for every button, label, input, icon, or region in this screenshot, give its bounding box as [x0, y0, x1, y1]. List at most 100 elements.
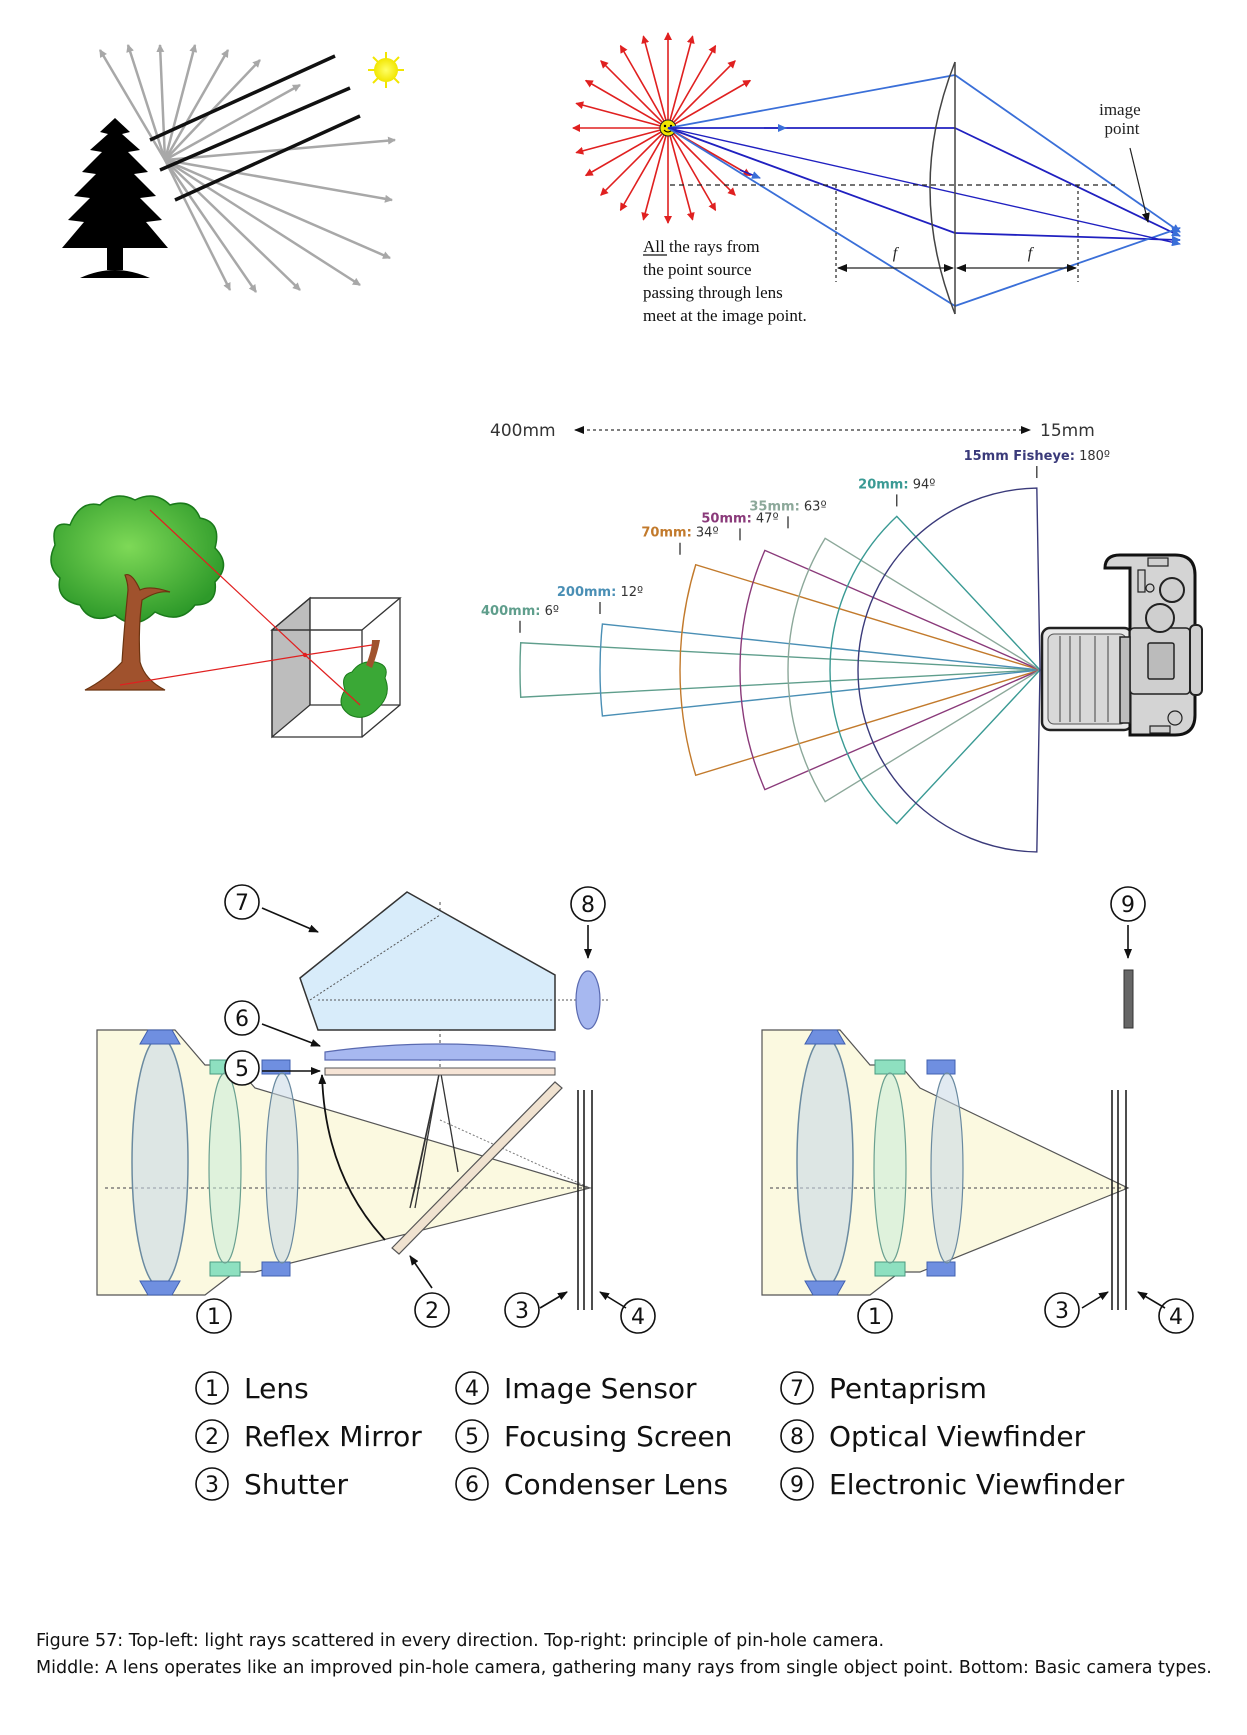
dslr-lens-bottom-blue [139, 1280, 181, 1296]
red-ray [667, 35, 695, 129]
black-tree-icon [62, 118, 168, 278]
red-ray [641, 35, 669, 129]
red-ray [584, 127, 669, 177]
dslr-rear-lens [265, 1072, 299, 1264]
dslr-pentaprism [299, 891, 556, 1031]
part-leader-arrows [261, 907, 1166, 1309]
red-ray [619, 127, 669, 212]
red-ray [667, 79, 752, 129]
fov-label-angle: 63º [800, 499, 827, 514]
convex-lens [929, 61, 956, 315]
caption-line-1: Figure 57: Top-left: light rays scattere… [36, 1631, 885, 1651]
point-source-rays [572, 32, 752, 224]
part-number: 2 [425, 1299, 439, 1324]
fov-outline [829, 515, 1041, 825]
legend-label: Lens [244, 1372, 309, 1405]
sun-rays-incoming [149, 54, 361, 202]
fov-label-angle: 94º [909, 477, 936, 492]
red-ray [667, 44, 717, 129]
part-number: 4 [1169, 1305, 1183, 1330]
mirrorless-rear-lens [930, 1072, 964, 1264]
part-number-marker: 4 [620, 1298, 656, 1334]
mirrorless-diagram [761, 969, 1134, 1310]
dslr-mirror-swing-arrow [318, 1074, 386, 1241]
fov-label-name: 20mm: [858, 477, 908, 492]
red-ray [600, 127, 669, 196]
scatter-diagram [62, 44, 404, 293]
fov-label: 400mm: 6º [481, 604, 559, 619]
dslr-prism-internal [309, 914, 441, 1001]
sun-icon [368, 52, 404, 88]
dslr-green-element-bottom [209, 1261, 241, 1277]
part-number: 3 [515, 1299, 529, 1324]
focal-label-right: f [1028, 245, 1035, 262]
fov-label-angle: 47º [752, 511, 779, 526]
part-number-marker: 6 [224, 1000, 260, 1036]
fov-label-name: 400mm: [481, 604, 540, 619]
fov-label-angle: 12º [616, 585, 643, 600]
figure-caption: Figure 57: Top-left: light rays scattere… [36, 1628, 1216, 1682]
fov-label: 15mm Fisheye: 180º [964, 449, 1110, 464]
green-tree-crown [50, 495, 225, 624]
legend-number: 1 [205, 1377, 219, 1402]
fov-label: 50mm: 47º [701, 511, 778, 526]
dslr-optical-viewfinder [575, 970, 601, 1030]
fov-label-name: 35mm: [749, 499, 799, 514]
fov-cone [787, 537, 1042, 803]
fov-cone [679, 563, 1043, 777]
electronic-viewfinder [1123, 969, 1134, 1029]
fov-label-name: 200mm: [557, 585, 616, 600]
fov-cone [829, 515, 1041, 825]
fov-cone [739, 549, 1042, 791]
fov-label: 200mm: 12º [557, 585, 643, 600]
mirrorless-blue-top [926, 1059, 956, 1075]
part-number: 3 [1055, 1299, 1069, 1324]
red-ray [584, 79, 669, 129]
dslr-lens-top-blue [139, 1029, 181, 1045]
legend-number-circle [780, 1419, 814, 1453]
fov-cone [599, 623, 1041, 717]
fov-outline [739, 549, 1042, 791]
legend-number-circle [780, 1467, 814, 1501]
part-number-marker: 1 [857, 1298, 893, 1334]
focal-markers [670, 147, 1150, 282]
legend-label: Optical Viewfinder [829, 1420, 1086, 1453]
dslr-reflected-cone [409, 1069, 441, 1209]
fov-outline [787, 537, 1042, 803]
lens-focus-diagram: f f image point All the rays from the po… [572, 32, 1181, 325]
legend-label: Image Sensor [504, 1372, 697, 1405]
part-number-marker: 2 [414, 1292, 450, 1328]
focal-label-left: f [893, 245, 900, 262]
fov-outline [679, 563, 1043, 777]
dslr-reflex-mirror [391, 1081, 563, 1255]
dslr-blue-element-bottom [261, 1261, 291, 1277]
legend-number-circle [195, 1371, 229, 1405]
legend-number-circle [780, 1371, 814, 1405]
legend-label: Electronic Viewfinder [829, 1468, 1125, 1501]
legend-number: 4 [465, 1377, 479, 1402]
legend-label: Shutter [244, 1468, 348, 1501]
inverted-tree-trunk [366, 640, 380, 668]
fov-label-name: 15mm Fisheye: [964, 449, 1075, 464]
pinhole [302, 652, 308, 658]
red-ray [575, 101, 669, 129]
image-point-label: image point [1099, 100, 1145, 138]
part-number: 8 [581, 893, 595, 918]
inverted-tree-image [340, 661, 388, 718]
part-number-marker: 3 [1044, 1292, 1080, 1328]
dslr-mid-lens [208, 1072, 242, 1264]
range-right-label: 15mm [1040, 421, 1095, 441]
dslr-mirror-reflect-ray [439, 1119, 591, 1189]
dslr-reflect-edge-b [439, 1067, 459, 1173]
legend-number-circle [455, 1371, 489, 1405]
part-number-marker: 1 [196, 1298, 232, 1334]
part-number-marker: 3 [504, 1292, 540, 1328]
fov-label-angle: 34º [692, 526, 719, 541]
